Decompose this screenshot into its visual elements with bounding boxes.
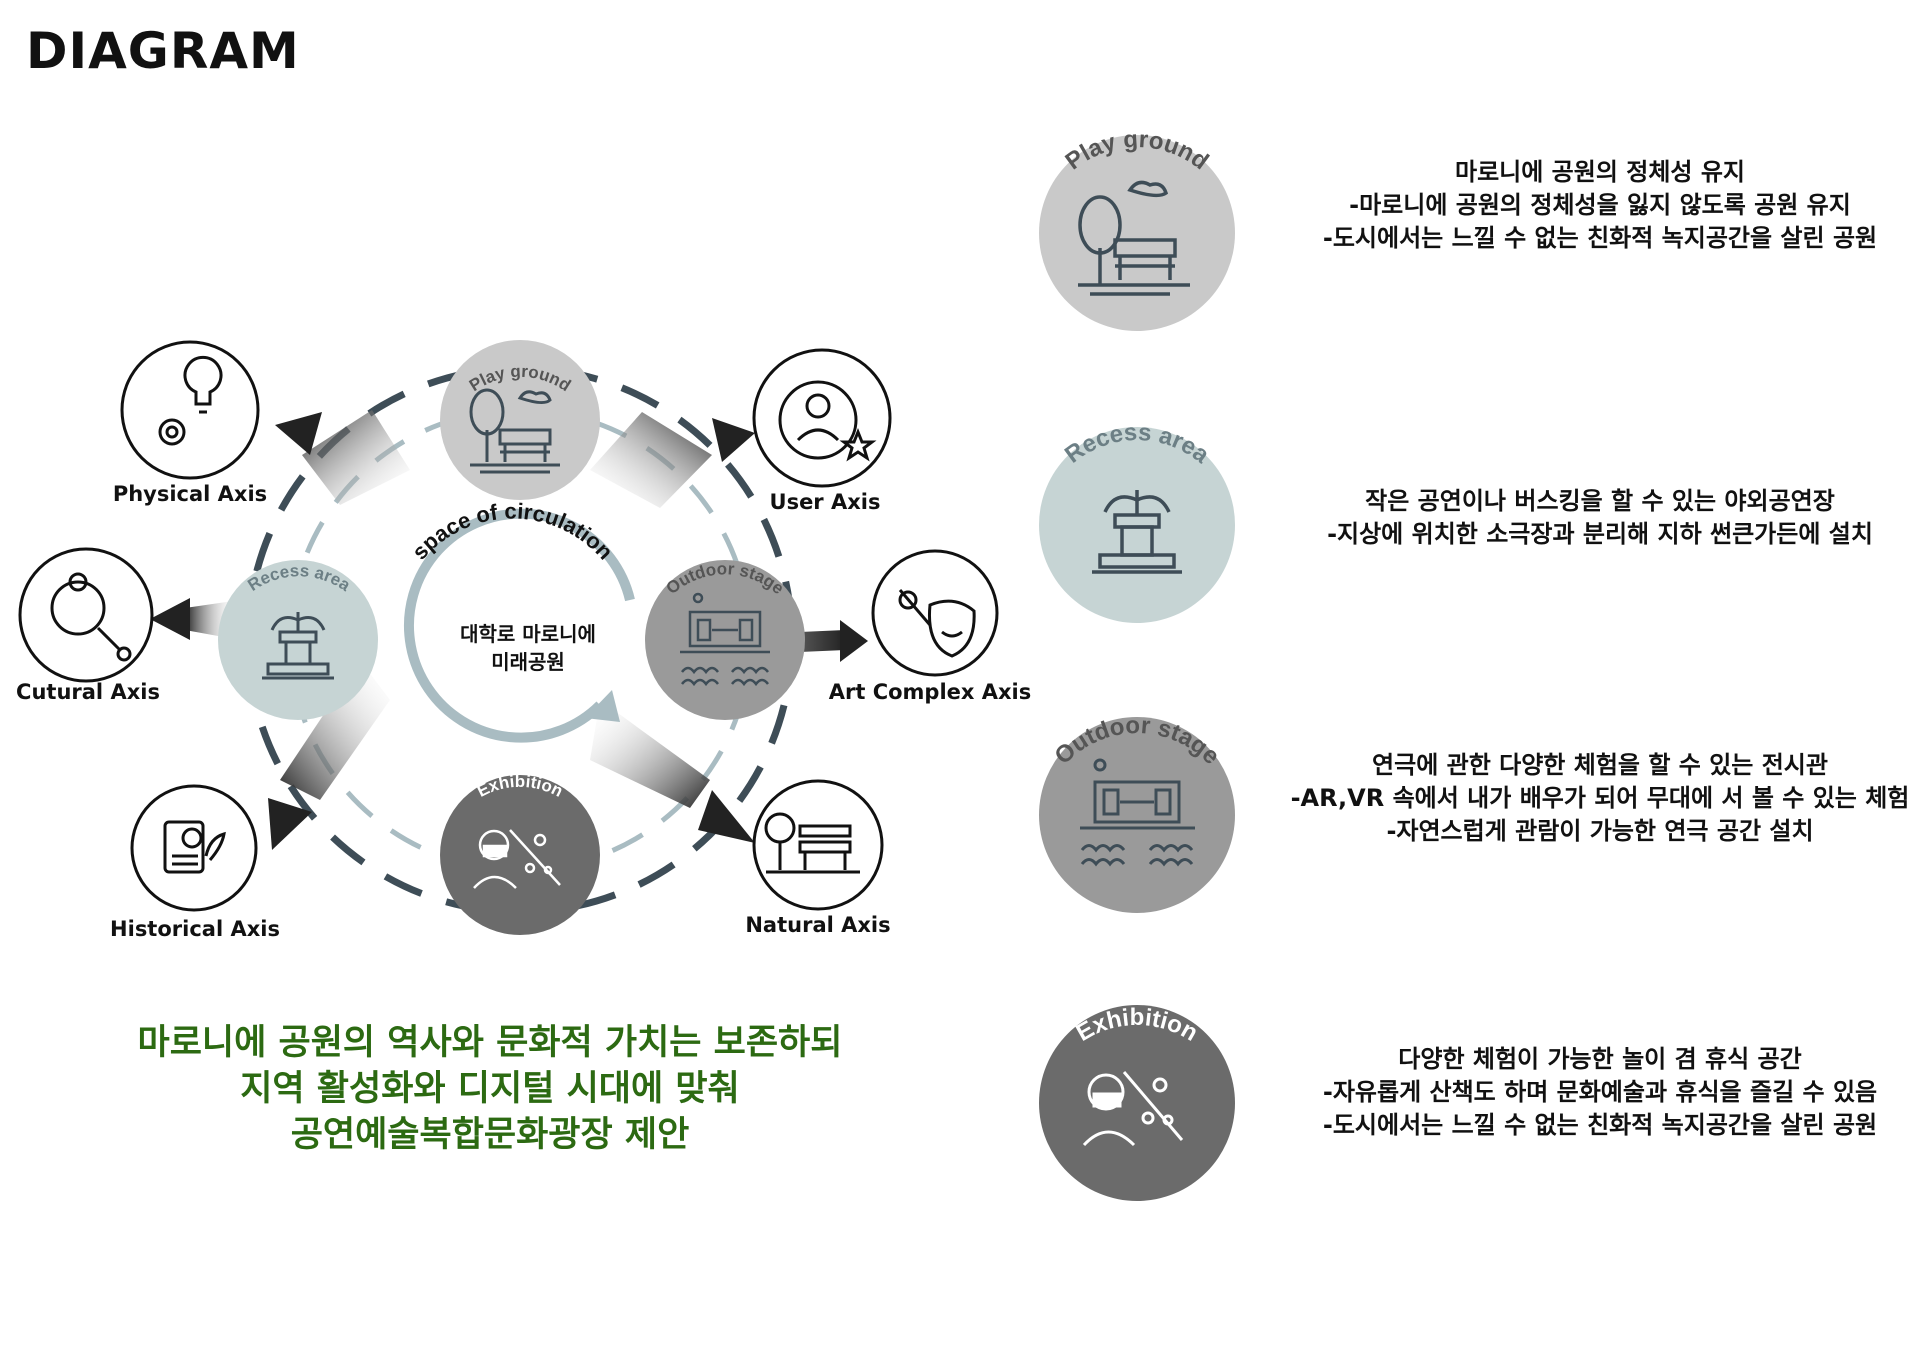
axis-cultural [18,547,154,683]
summary-line-3: 공연예술복합문화광장 제안 [290,1115,690,1155]
axis-label-cultural: Cutural Axis [16,680,160,704]
vr-headset-icon [473,829,561,889]
stage-icon [1080,758,1195,867]
arrow-natural [590,700,755,843]
detail-text-exhibition: 다양한 체험이 가능한 놀이 겸 휴식 공간 -자유롭게 산책도 하며 문화예술… [1322,1045,1878,1139]
fountain-icon [1092,490,1182,574]
axis-natural [752,779,884,911]
node-outdoor-stage: Outdoor stage [645,559,805,720]
theater-mask-icon [898,589,976,658]
tree-bench-icon [764,812,860,874]
detail-circle-recess-area: Recess area [1039,419,1235,623]
detail-circle-exhibition: Exhibition [1039,1004,1235,1201]
fountain-icon [262,612,334,680]
detail-circle-play-ground: Play ground [1039,126,1235,331]
page-title: DIAGRAM [26,22,300,80]
axis-user [752,348,892,488]
arrow-historical [268,660,390,850]
axis-art [871,549,999,677]
summary-line-2: 지역 활성화와 디지털 시대에 맞춰 [240,1069,740,1109]
park-bench-tree-icon [1078,180,1190,296]
detail-text-play-ground: 마로니에 공원의 정체성 유지 -마로니에 공원의 정체성을 잃지 않도록 공원… [1322,158,1878,252]
circulation-ring [403,508,635,743]
axis-historical [130,784,258,912]
summary-text: 마로니에 공원의 역사와 문화적 가치는 보존하되 지역 활성화와 디지털 시대… [40,1020,940,1158]
node-exhibition: Exhibition [440,772,600,935]
detail-text-recess-area: 작은 공연이나 버스킹을 할 수 있는 야외공연장 -지상에 위치한 소극장과 … [1327,487,1873,548]
node-recess-area: Recess area [218,560,378,720]
axis-label-historical: Historical Axis [110,917,280,941]
scroll-quill-icon [163,820,226,874]
stage-icon [680,592,770,687]
vr-headset-icon [1082,1071,1184,1147]
arrow-art [800,620,868,662]
axis-physical [120,340,260,480]
arrow-user [590,412,755,508]
axis-label-user: User Axis [769,490,881,514]
globe-magnifier-icon [50,572,132,662]
arrow-physical [275,410,410,505]
axis-label-art: Art Complex Axis [828,680,1032,704]
center-line-1: 대학로 마로니에 [460,622,596,646]
lightbulb-gear-icon [158,355,223,446]
node-play-ground: Play ground [440,340,600,500]
summary-line-1: 마로니에 공원의 역사와 문화적 가치는 보존하되 [137,1023,843,1063]
detail-circle-outdoor-stage: Outdoor stage [1039,712,1235,913]
user-star-icon [778,380,877,462]
park-bench-tree-icon [469,388,560,474]
detail-text-outdoor-stage: 연극에 관한 다양한 체험을 할 수 있는 전시관 -AR,VR 속에서 내가 … [1290,751,1910,845]
axis-label-physical: Physical Axis [112,482,268,506]
center-line-2: 미래공원 [491,650,565,674]
center-label: 대학로 마로니에 미래공원 [438,620,618,676]
axis-label-natural: Natural Axis [745,913,891,937]
